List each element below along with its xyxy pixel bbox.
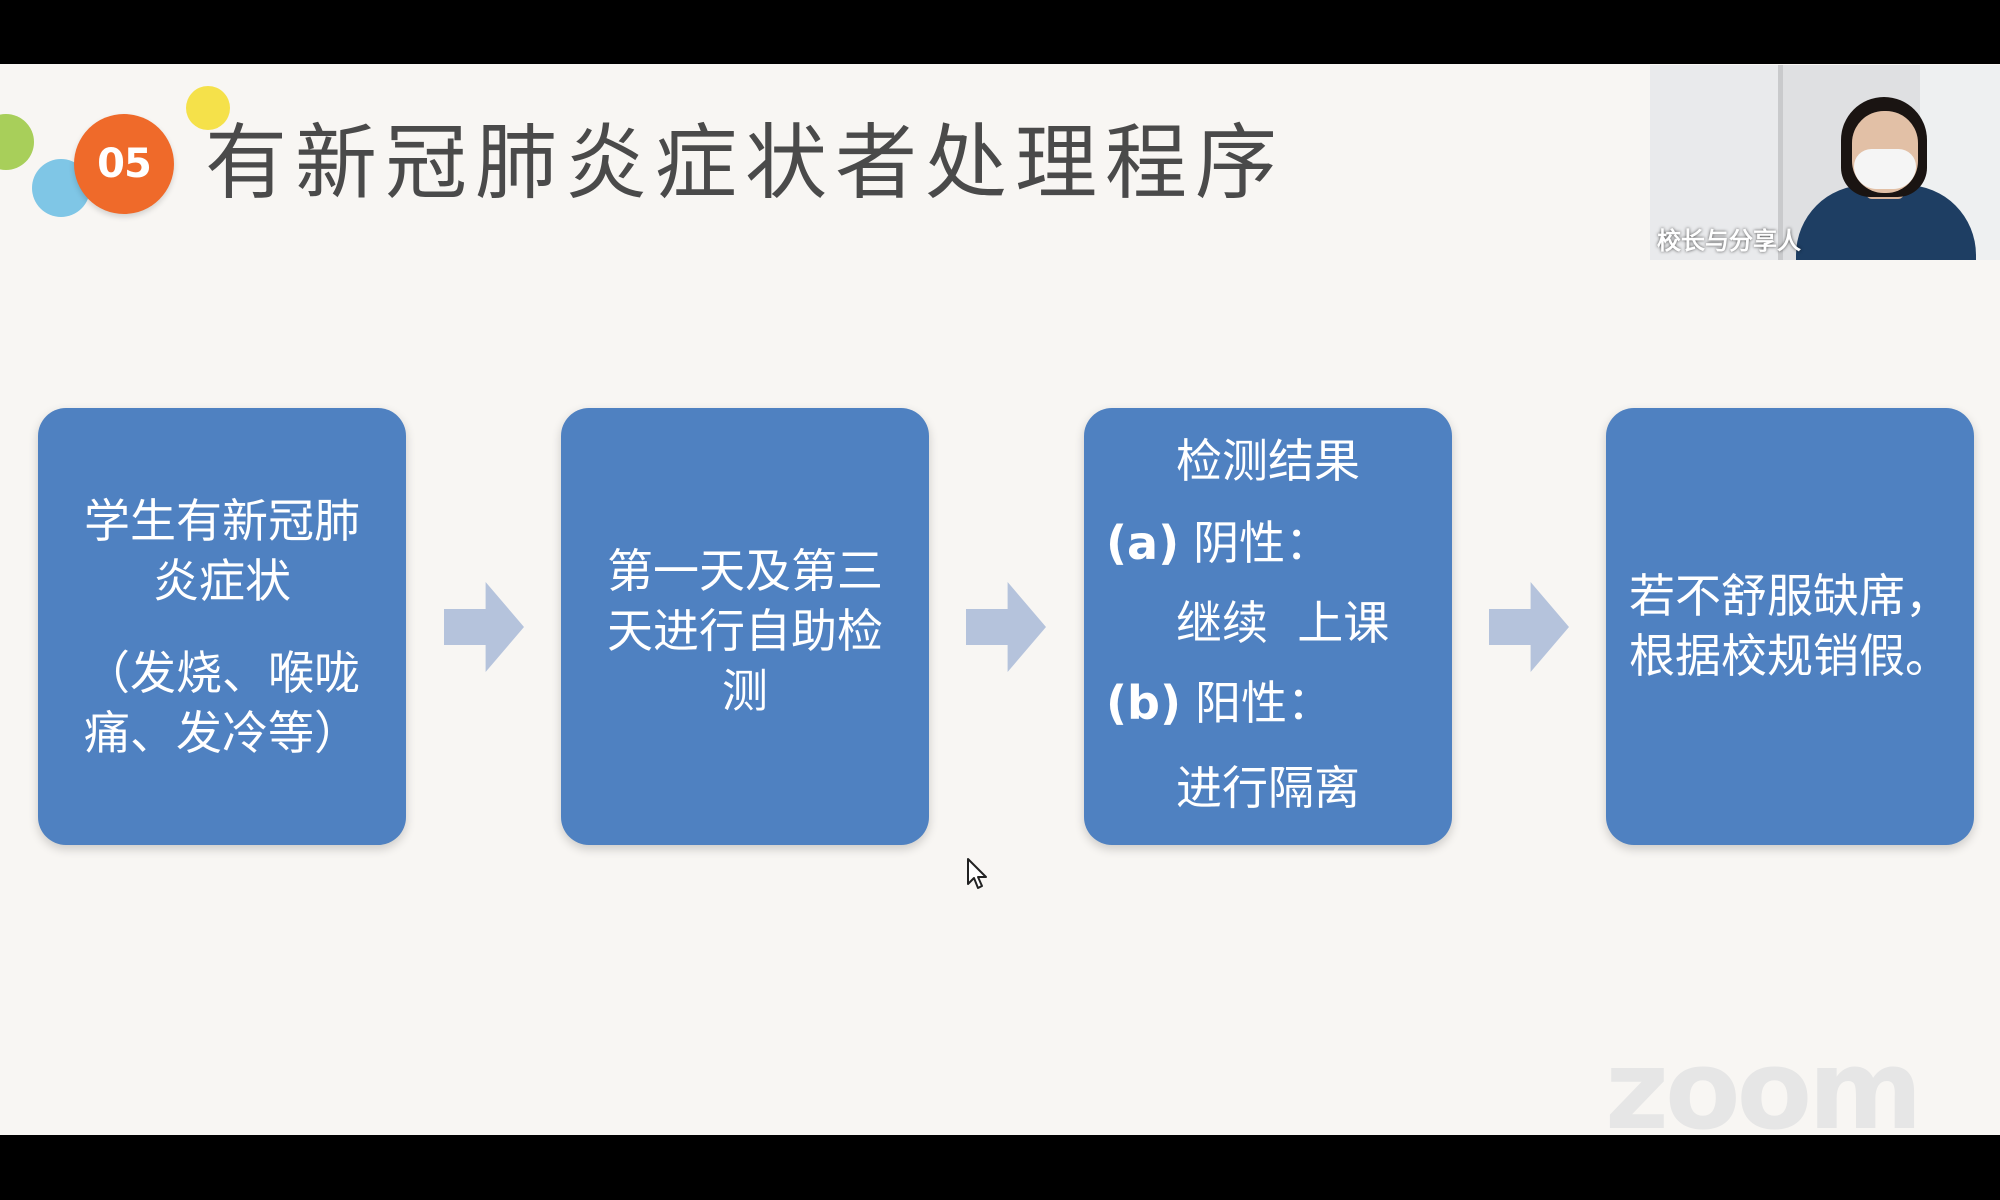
video-background xyxy=(1650,65,1780,260)
negative-label: (a) xyxy=(1106,516,1180,570)
negative-text: 阴性： xyxy=(1193,516,1332,570)
participant-name-label: 校长与分享人 xyxy=(1657,227,1801,255)
video-background-line xyxy=(1778,65,1783,260)
top-black-bar xyxy=(0,0,2000,64)
flow-arrow-icon xyxy=(966,582,1046,672)
bottom-black-bar xyxy=(0,1135,2000,1200)
step-2-text: 第一天及第三 天进行自助检 测 xyxy=(607,544,883,718)
slide-title: 有新冠肺炎症状者处理程序 xyxy=(205,116,1286,211)
positive-label: (b) xyxy=(1106,676,1181,730)
decor-dot-yellow xyxy=(186,86,230,130)
flow-arrow-icon xyxy=(444,582,524,672)
participant-video-tile[interactable]: 校长与分享人 xyxy=(1650,65,2000,260)
flow-step-3: 检测结果 (a)阴性： 继续 上课 (b)阳性： 进行隔离 xyxy=(1084,408,1452,845)
step-3-heading: 检测结果 xyxy=(1176,434,1360,488)
step-1-detail-text: （发烧、喉咙 痛、发冷等） xyxy=(84,646,360,760)
flow-step-4: 若不舒服缺席， 根据校规销假。 xyxy=(1606,408,1974,845)
section-number-badge: 05 xyxy=(74,114,174,214)
positive-text: 阳性： xyxy=(1194,676,1333,730)
step-3-negative: (a)阴性： xyxy=(1106,513,1331,573)
flow-step-1: 学生有新冠肺 炎症状 （发烧、喉咙 痛、发冷等） xyxy=(38,408,406,845)
mouse-cursor-icon xyxy=(967,858,987,889)
flow-step-2: 第一天及第三 天进行自助检 测 xyxy=(561,408,929,845)
zoom-watermark: zoom xyxy=(1605,1026,1923,1135)
decor-dot-green xyxy=(0,114,34,170)
step-1-main-text: 学生有新冠肺 炎症状 xyxy=(84,494,360,608)
positive-detail: 进行隔离 xyxy=(1176,761,1360,815)
participant-mask xyxy=(1854,149,1916,189)
step-3-positive: (b)阳性： xyxy=(1106,673,1333,733)
negative-detail: 继续 上课 xyxy=(1176,596,1390,650)
flow-arrow-icon xyxy=(1489,582,1569,672)
step-4-text: 若不舒服缺席， 根据校规销假。 xyxy=(1629,569,1951,683)
